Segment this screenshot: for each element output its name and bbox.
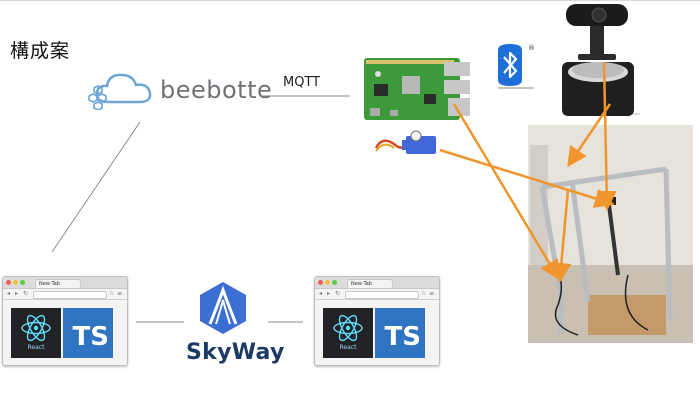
minimize-dot-icon[interactable] [325, 280, 330, 285]
typescript-tile: TS [63, 308, 113, 358]
browser-tab[interactable]: New Tab [347, 279, 393, 288]
back-icon[interactable]: ◂ [7, 290, 11, 297]
bluetooth-icon [498, 44, 522, 86]
arrow-rig-to-base [551, 189, 572, 283]
slide-title: 構成案 [10, 40, 71, 62]
raspberry-pi-icon [364, 58, 470, 120]
rig-photo [528, 125, 693, 343]
mqtt-label: MQTT [283, 75, 321, 90]
star-icon[interactable]: ☆ [109, 290, 115, 297]
browser-window-right: New Tab ◂ ▸ ↻ ☆ ≡ React TS [314, 276, 440, 366]
back-icon[interactable]: ◂ [319, 290, 323, 297]
beebotte-label: beebotte [160, 76, 273, 104]
arrow-servo-to-rig [439, 148, 615, 209]
browser-window-left: New Tab ◂ ▸ ↻ ☆ ≡ React TS [2, 276, 128, 366]
camera-icon [562, 4, 634, 116]
react-icon [333, 314, 363, 342]
browser-toolbar: ◂ ▸ ↻ ☆ ≡ [3, 289, 127, 300]
minimize-dot-icon[interactable] [13, 280, 18, 285]
forward-icon[interactable]: ▸ [15, 290, 19, 297]
react-tile: React [323, 308, 373, 358]
react-icon [21, 314, 51, 342]
browser-tabbar: New Tab [315, 277, 439, 289]
arrow-camera-to-rig-top [567, 103, 612, 168]
react-label: React [339, 344, 357, 351]
browser-tabbar: New Tab [3, 277, 127, 289]
browser-content: React TS [11, 308, 117, 358]
address-bar[interactable] [345, 291, 419, 299]
typescript-label: TS [72, 322, 109, 352]
typescript-tile: TS [375, 308, 425, 358]
browser-tab[interactable]: New Tab [35, 279, 81, 288]
browser-toolbar: ◂ ▸ ↻ ☆ ≡ [315, 289, 439, 300]
reload-icon[interactable]: ↻ [335, 290, 341, 297]
skyway-label: SkyWay [186, 340, 285, 365]
typescript-label: TS [384, 322, 421, 352]
skyway-logo-icon [200, 282, 246, 334]
maximize-dot-icon[interactable] [20, 280, 25, 285]
line-beebotte-browser [51, 121, 141, 253]
top-rule [0, 0, 700, 1]
maximize-dot-icon[interactable] [332, 280, 337, 285]
address-bar[interactable] [33, 291, 107, 299]
close-dot-icon[interactable] [318, 280, 323, 285]
close-dot-icon[interactable] [6, 280, 11, 285]
beebotte-cloud-icon [88, 73, 152, 110]
browser-content: React TS [323, 308, 429, 358]
arrow-camera-to-rig-mid [596, 61, 617, 211]
reload-icon[interactable]: ↻ [23, 290, 29, 297]
react-tile: React [11, 308, 61, 358]
menu-icon[interactable]: ≡ [117, 290, 123, 297]
react-label: React [27, 344, 45, 351]
star-icon[interactable]: ☆ [421, 290, 427, 297]
servo-motor-icon [374, 130, 436, 154]
bluetooth-registered-mark: ® [528, 44, 535, 52]
arrow-raspi-to-rig [452, 103, 560, 281]
forward-icon[interactable]: ▸ [327, 290, 331, 297]
menu-icon[interactable]: ≡ [429, 290, 435, 297]
